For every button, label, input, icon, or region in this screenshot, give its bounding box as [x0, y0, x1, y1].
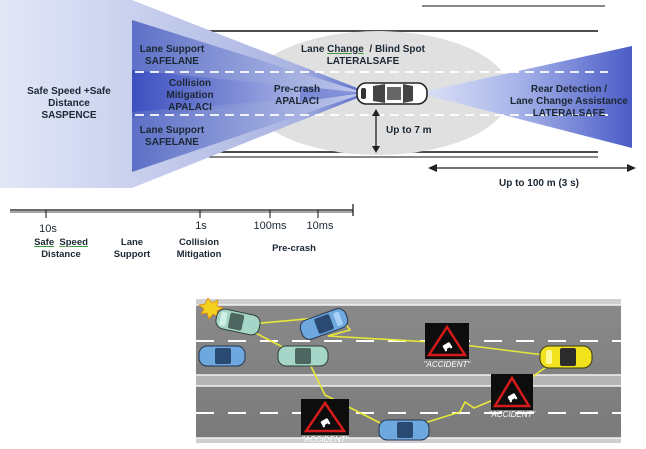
label-safe-speed: Safe Speed +Safe Distance SASPENCE	[4, 86, 134, 122]
tick-10ms: 10ms	[306, 220, 334, 232]
car-blue-left	[198, 345, 246, 367]
tick-1s: 1s	[195, 220, 207, 232]
label-precrash-line1: Pre-crash	[273, 84, 321, 95]
car-green-mid	[277, 345, 329, 367]
label-lane-support-bottom-line1: Lane Support	[139, 125, 205, 136]
car-crashed	[215, 308, 261, 336]
label-rear-detection: Rear Detection / Lane Change Assistance …	[494, 84, 644, 120]
label-collision-line2: Mitigation	[166, 90, 214, 101]
car-blue-bottom	[378, 419, 430, 441]
label-precrash: Pre-crash APALACI	[262, 84, 332, 108]
label-lane-support-top: Lane Support SAFELANE	[132, 44, 212, 68]
accident-sign-2	[491, 374, 533, 410]
accident-sign-1	[425, 323, 469, 359]
tick-100ms: 100ms	[253, 220, 287, 232]
lane-support-top-zone	[132, 20, 365, 93]
label-collision: Collision Mitigation APALACI	[150, 78, 230, 114]
phase-collision-line1: Collision	[178, 237, 220, 248]
accident-label-2: "ACCIDENT"	[488, 410, 536, 419]
label-lane-support-bottom-line2: SAFELANE	[145, 137, 199, 148]
tick-10s: 10s	[39, 223, 57, 235]
label-collision-line1: Collision	[168, 78, 212, 89]
phase-lane-support-line2: Support	[113, 249, 151, 260]
ego-car	[356, 82, 428, 105]
precrash-zone	[300, 86, 362, 102]
median	[196, 375, 621, 386]
lane-support-bottom-zone	[132, 93, 365, 172]
label-lane-change-line2: LATERALSAFE	[326, 56, 400, 67]
label-lateral-range: Up to 7 m	[386, 125, 432, 136]
car-yellow	[539, 345, 593, 369]
label-rear-line2: Lane Change Assistance	[509, 96, 628, 107]
traffic-scene	[196, 297, 621, 443]
label-collision-line3: APALACI	[168, 102, 212, 113]
phase-safe-speed: Safe Speed Distance	[20, 237, 102, 261]
accident-sign-3	[301, 399, 349, 435]
label-lane-support-top-line1: Lane Support	[139, 44, 205, 55]
phase-collision: Collision Mitigation	[162, 237, 236, 261]
phase-collision-line2: Mitigation	[176, 249, 222, 260]
label-lane-change-line1: Lane Change / Blind Spot	[301, 44, 425, 55]
phase-precrash: Pre-crash	[272, 243, 316, 254]
phase-lane-support-line1: Lane	[120, 237, 144, 248]
phase-safe-speed-line2: Distance	[41, 249, 81, 260]
label-rear-line1: Rear Detection /	[530, 84, 608, 95]
collision-zone	[132, 70, 360, 118]
label-lane-support-top-line2: SAFELANE	[145, 56, 199, 67]
car-swerving	[299, 308, 349, 340]
phase-lane-support: Lane Support	[106, 237, 158, 261]
label-safe-speed-line2: Distance	[48, 98, 90, 109]
label-safe-speed-line1: Safe Speed +Safe	[27, 86, 111, 97]
accident-label-1: "ACCIDENT"	[423, 360, 471, 369]
label-safe-speed-line3: SASPENCE	[41, 110, 97, 121]
label-lane-change: Lane Change / Blind Spot LATERALSAFE	[268, 44, 458, 68]
accident-label-3: "ACCIDENT"	[301, 435, 349, 444]
phase-safe-speed-line1: Safe Speed	[34, 237, 88, 248]
label-rear-line3: LATERALSAFE	[532, 108, 606, 119]
label-rear-range: Up to 100 m (3 s)	[498, 178, 580, 189]
label-lane-support-bottom: Lane Support SAFELANE	[132, 125, 212, 149]
label-precrash-line2: APALACI	[275, 96, 319, 107]
